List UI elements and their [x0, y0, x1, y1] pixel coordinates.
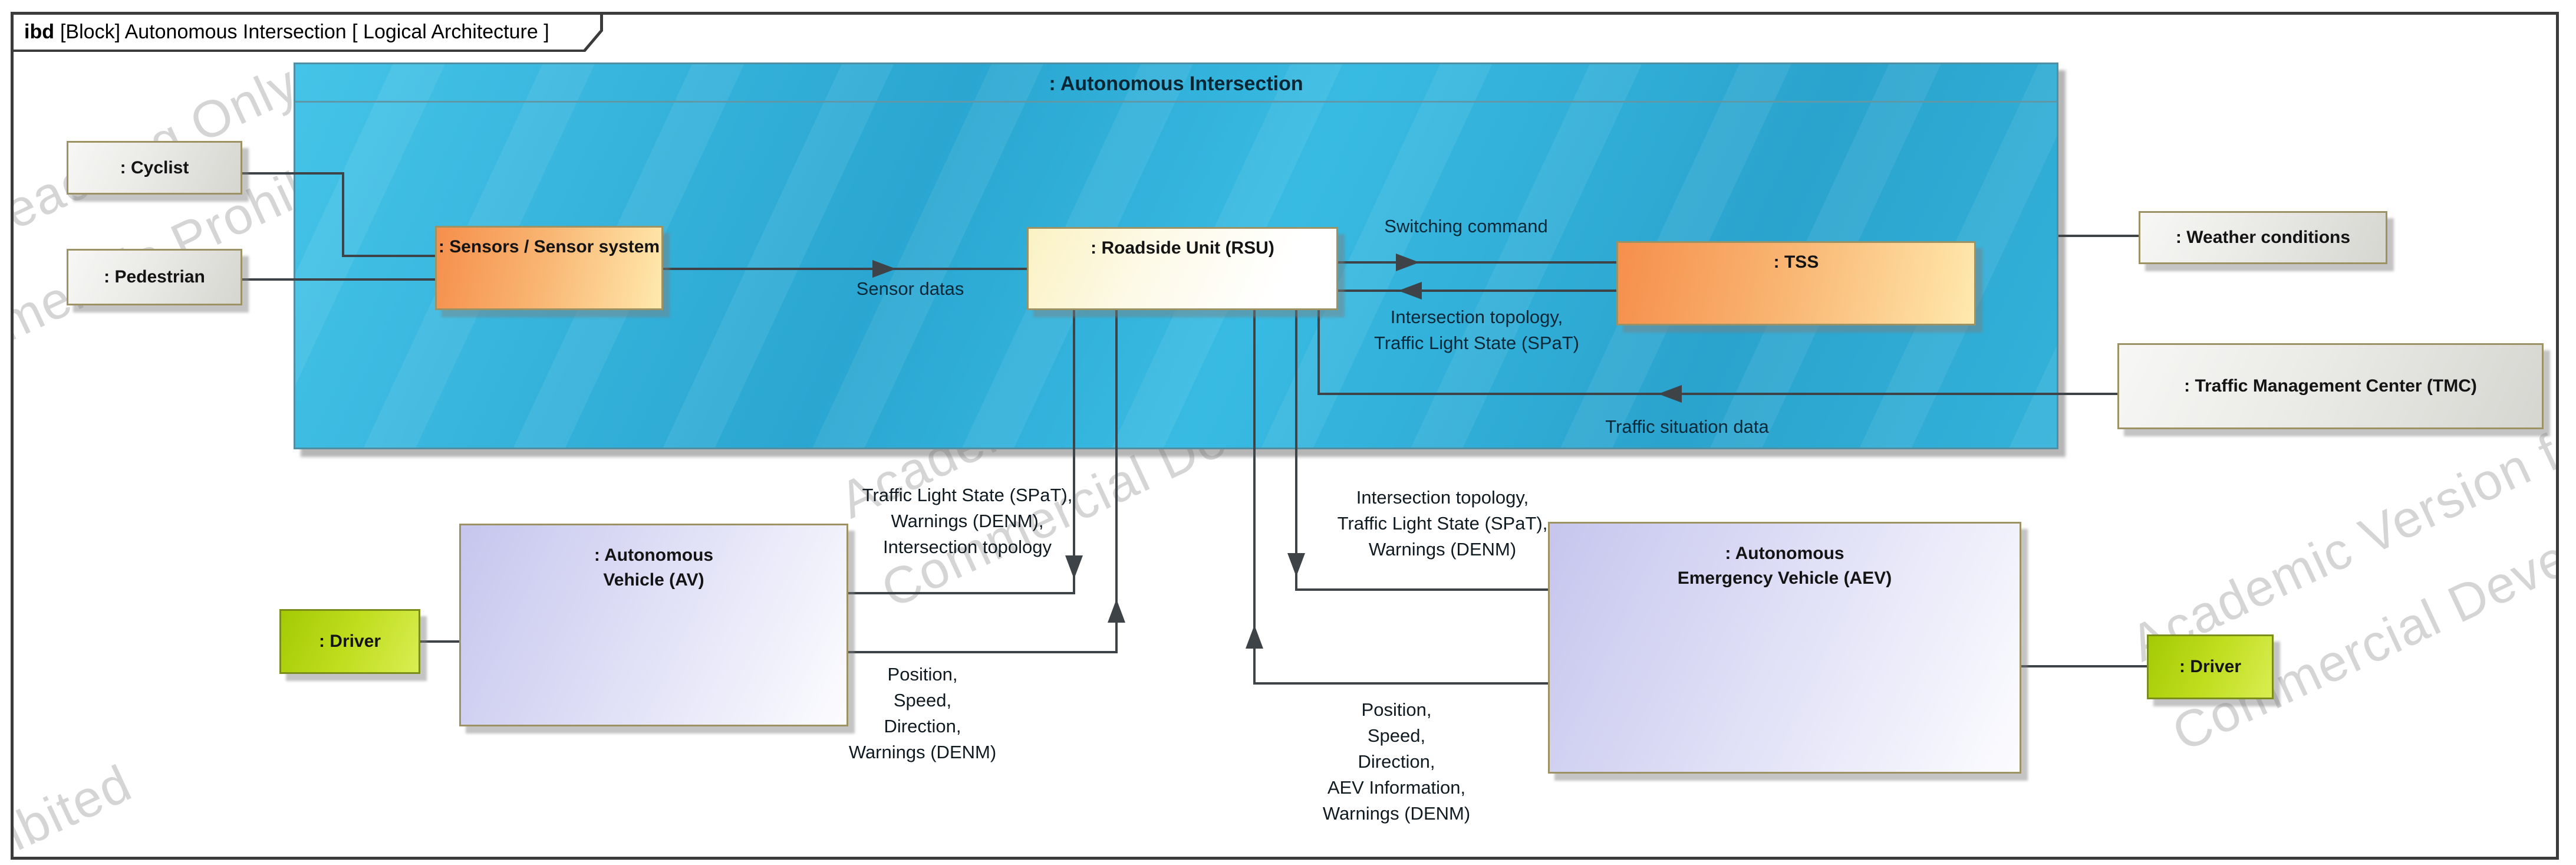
flow-arrow-up-icon [1246, 625, 1263, 649]
intersection-title-separator [295, 101, 2057, 103]
label-rsu-to-av-flow: Traffic Light State (SPaT), Warnings (DE… [862, 485, 1073, 557]
block-rsu-label: : Roadside Unit (RSU) [1091, 238, 1274, 258]
block-driver-right[interactable]: : Driver [2147, 634, 2274, 699]
block-autonomous-emergency-vehicle[interactable]: : Autonomous Emergency Vehicle (AEV) [1548, 522, 2021, 774]
connector-driver-av[interactable] [420, 640, 460, 643]
connector-sensors-rsu[interactable] [663, 268, 1027, 270]
block-tss[interactable]: : TSS [1616, 241, 1976, 325]
label-av-to-rsu-flow: Position, Speed, Direction, Warnings (DE… [848, 664, 997, 762]
connector-rsu-tss[interactable] [1338, 261, 1616, 264]
connector-av-rsu[interactable] [848, 651, 1118, 653]
label-traffic-situation-data: Traffic situation data [1605, 416, 1769, 437]
connector-aev-rsu[interactable] [1253, 682, 1549, 685]
block-weather-label: : Weather conditions [2175, 228, 2351, 247]
flow-arrow-right-icon [1396, 254, 1419, 271]
flow-arrow-down-icon [1287, 553, 1305, 577]
label-sensor-datas: Sensor datas [856, 278, 964, 299]
block-pedestrian[interactable]: : Pedestrian [67, 249, 242, 305]
watermark-tile: Commercial Development is Prohibited [14, 735, 149, 857]
block-tmc-label: : Traffic Management Center (TMC) [2184, 376, 2477, 396]
block-tss-label: : TSS [1773, 252, 1819, 272]
label-switching-command: Switching command [1384, 216, 1548, 236]
flow-arrow-right-icon [872, 260, 896, 278]
block-driver-left-label: : Driver [318, 632, 381, 651]
flow-arrow-up-icon [1108, 599, 1125, 623]
connector-aev-rsu[interactable] [1253, 310, 1256, 685]
connector-rsu-av[interactable] [848, 592, 1075, 594]
connector-av-rsu[interactable] [1115, 310, 1118, 653]
connector-intersection-weather[interactable] [2058, 235, 2139, 237]
connector-cyclist-sensors[interactable] [342, 172, 344, 257]
block-pedestrian-label: : Pedestrian [104, 267, 205, 287]
connector-aev-driver[interactable] [2021, 665, 2147, 667]
label-intersection-topology-spat: Intersection topology, Traffic Light Sta… [1373, 307, 1580, 353]
label-rsu-to-aev-flow: Intersection topology, Traffic Light Sta… [1337, 487, 1548, 560]
connector-cyclist-sensors[interactable] [342, 255, 435, 257]
block-aev-label: : Autonomous Emergency Vehicle (AEV) [1677, 544, 1892, 588]
block-rsu[interactable]: : Roadside Unit (RSU) [1027, 227, 1338, 310]
intersection-title: : Autonomous Intersection [1049, 73, 1303, 95]
block-driver-left[interactable]: : Driver [279, 609, 420, 674]
flow-arrow-left-icon [1658, 385, 1682, 403]
block-cyclist[interactable]: : Cyclist [67, 141, 242, 195]
connector-tmc-rsu[interactable] [1317, 393, 2119, 395]
block-driver-right-label: : Driver [2179, 657, 2242, 676]
connector-rsu-av[interactable] [1073, 310, 1075, 594]
block-sensors-label: : Sensors / Sensor system [438, 237, 660, 256]
label-aev-to-rsu-flow: Position, Speed, Direction, AEV Informat… [1322, 699, 1471, 824]
diagram-title-tab[interactable]: ibd [Block] Autonomous Intersection [ Lo… [11, 12, 603, 52]
diagram-title: [Block] Autonomous Intersection [ Logica… [60, 21, 549, 43]
connector-tss-rsu[interactable] [1338, 290, 1616, 292]
connector-pedestrian-sensors[interactable] [242, 278, 435, 281]
flow-arrow-down-icon [1065, 555, 1083, 579]
block-sensors[interactable]: : Sensors / Sensor system [435, 226, 663, 310]
block-tmc[interactable]: : Traffic Management Center (TMC) [2117, 343, 2544, 429]
block-av-label: : Autonomous Vehicle (AV) [594, 545, 714, 590]
connector-rsu-aev[interactable] [1295, 310, 1297, 591]
connector-cyclist-sensors[interactable] [242, 172, 344, 175]
flow-arrow-left-icon [1398, 282, 1422, 300]
connector-tmc-rsu[interactable] [1317, 310, 1320, 395]
connector-rsu-aev[interactable] [1295, 588, 1549, 591]
diagram-kind-keyword: ibd [24, 21, 54, 43]
block-cyclist-label: : Cyclist [120, 157, 189, 177]
block-autonomous-vehicle[interactable]: : Autonomous Vehicle (AV) [459, 524, 848, 726]
block-weather-conditions[interactable]: : Weather conditions [2139, 211, 2387, 264]
